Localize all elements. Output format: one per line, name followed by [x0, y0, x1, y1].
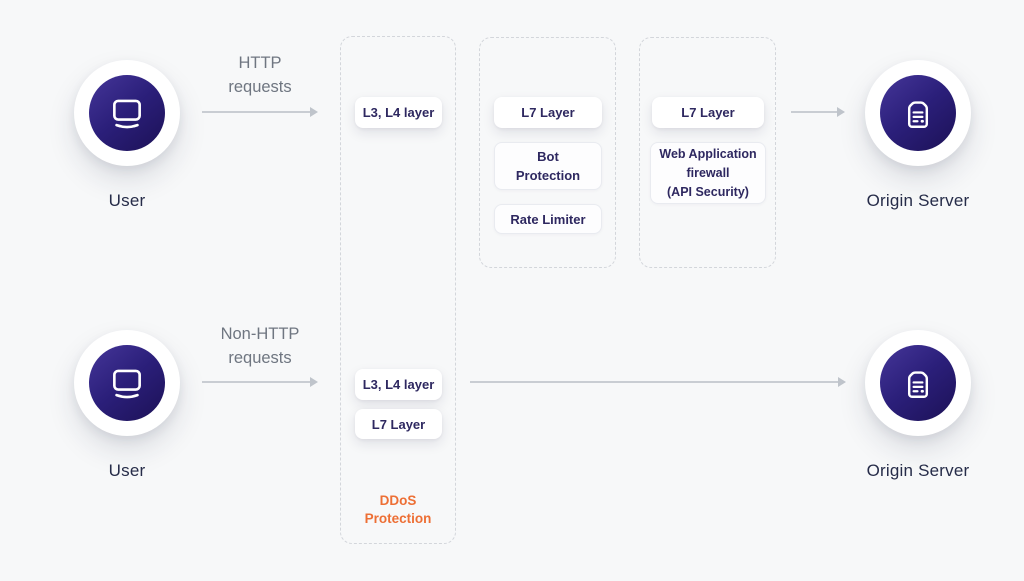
user-node-top — [74, 60, 180, 166]
user-label-top: User — [108, 191, 146, 210]
chip-l3-l4-layer-bottom: L3, L4 layer — [355, 369, 442, 400]
arrow-line — [202, 381, 310, 383]
user-node-circle — [89, 345, 165, 421]
origin-node-circle — [880, 345, 956, 421]
l7-stage-box — [479, 37, 616, 268]
arrow-ddos-to-origin-bottom — [470, 376, 846, 388]
monitor-icon — [113, 369, 141, 399]
ddos-protection-caption: DDoS Protection — [364, 493, 432, 526]
origin-server-label-bottom: Origin Server — [866, 461, 970, 480]
server-icon — [907, 101, 929, 128]
chip-l3-l4-layer-top: L3, L4 layer — [355, 97, 442, 128]
user-node-bottom — [74, 330, 180, 436]
arrow-head-icon — [838, 377, 846, 387]
origin-node-circle — [880, 75, 956, 151]
arrow-line — [202, 111, 310, 113]
waf-stage-box — [639, 37, 776, 268]
arrow-head-icon — [837, 107, 845, 117]
chip-web-application-firewall: Web Application firewall (API Security) — [650, 142, 766, 204]
arrow-head-icon — [310, 377, 318, 387]
chip-bot-protection: Bot Protection — [494, 142, 602, 190]
http-requests-label: HTTP requests — [228, 54, 292, 96]
origin-server-node-top — [865, 60, 971, 166]
arrow-line — [470, 381, 838, 383]
monitor-icon — [113, 99, 141, 129]
chip-l7-layer-waf: L7 Layer — [652, 97, 764, 128]
user-label-bottom: User — [108, 461, 146, 480]
non-http-requests-label: Non-HTTP requests — [220, 325, 300, 367]
chip-l7-layer-bottom: L7 Layer — [355, 409, 442, 439]
arrow-user-to-ddos-bottom — [202, 376, 318, 388]
chip-rate-limiter: Rate Limiter — [494, 204, 602, 234]
origin-server-label-top: Origin Server — [866, 191, 970, 210]
user-node-circle — [89, 75, 165, 151]
arrow-line — [791, 111, 837, 113]
chip-l7-layer: L7 Layer — [494, 97, 602, 128]
arrow-head-icon — [310, 107, 318, 117]
arrow-user-to-ddos-top — [202, 106, 318, 118]
arrow-waf-to-origin — [791, 106, 845, 118]
ddos-protection-stage-box — [340, 36, 456, 544]
server-icon — [907, 371, 929, 398]
origin-server-node-bottom — [865, 330, 971, 436]
